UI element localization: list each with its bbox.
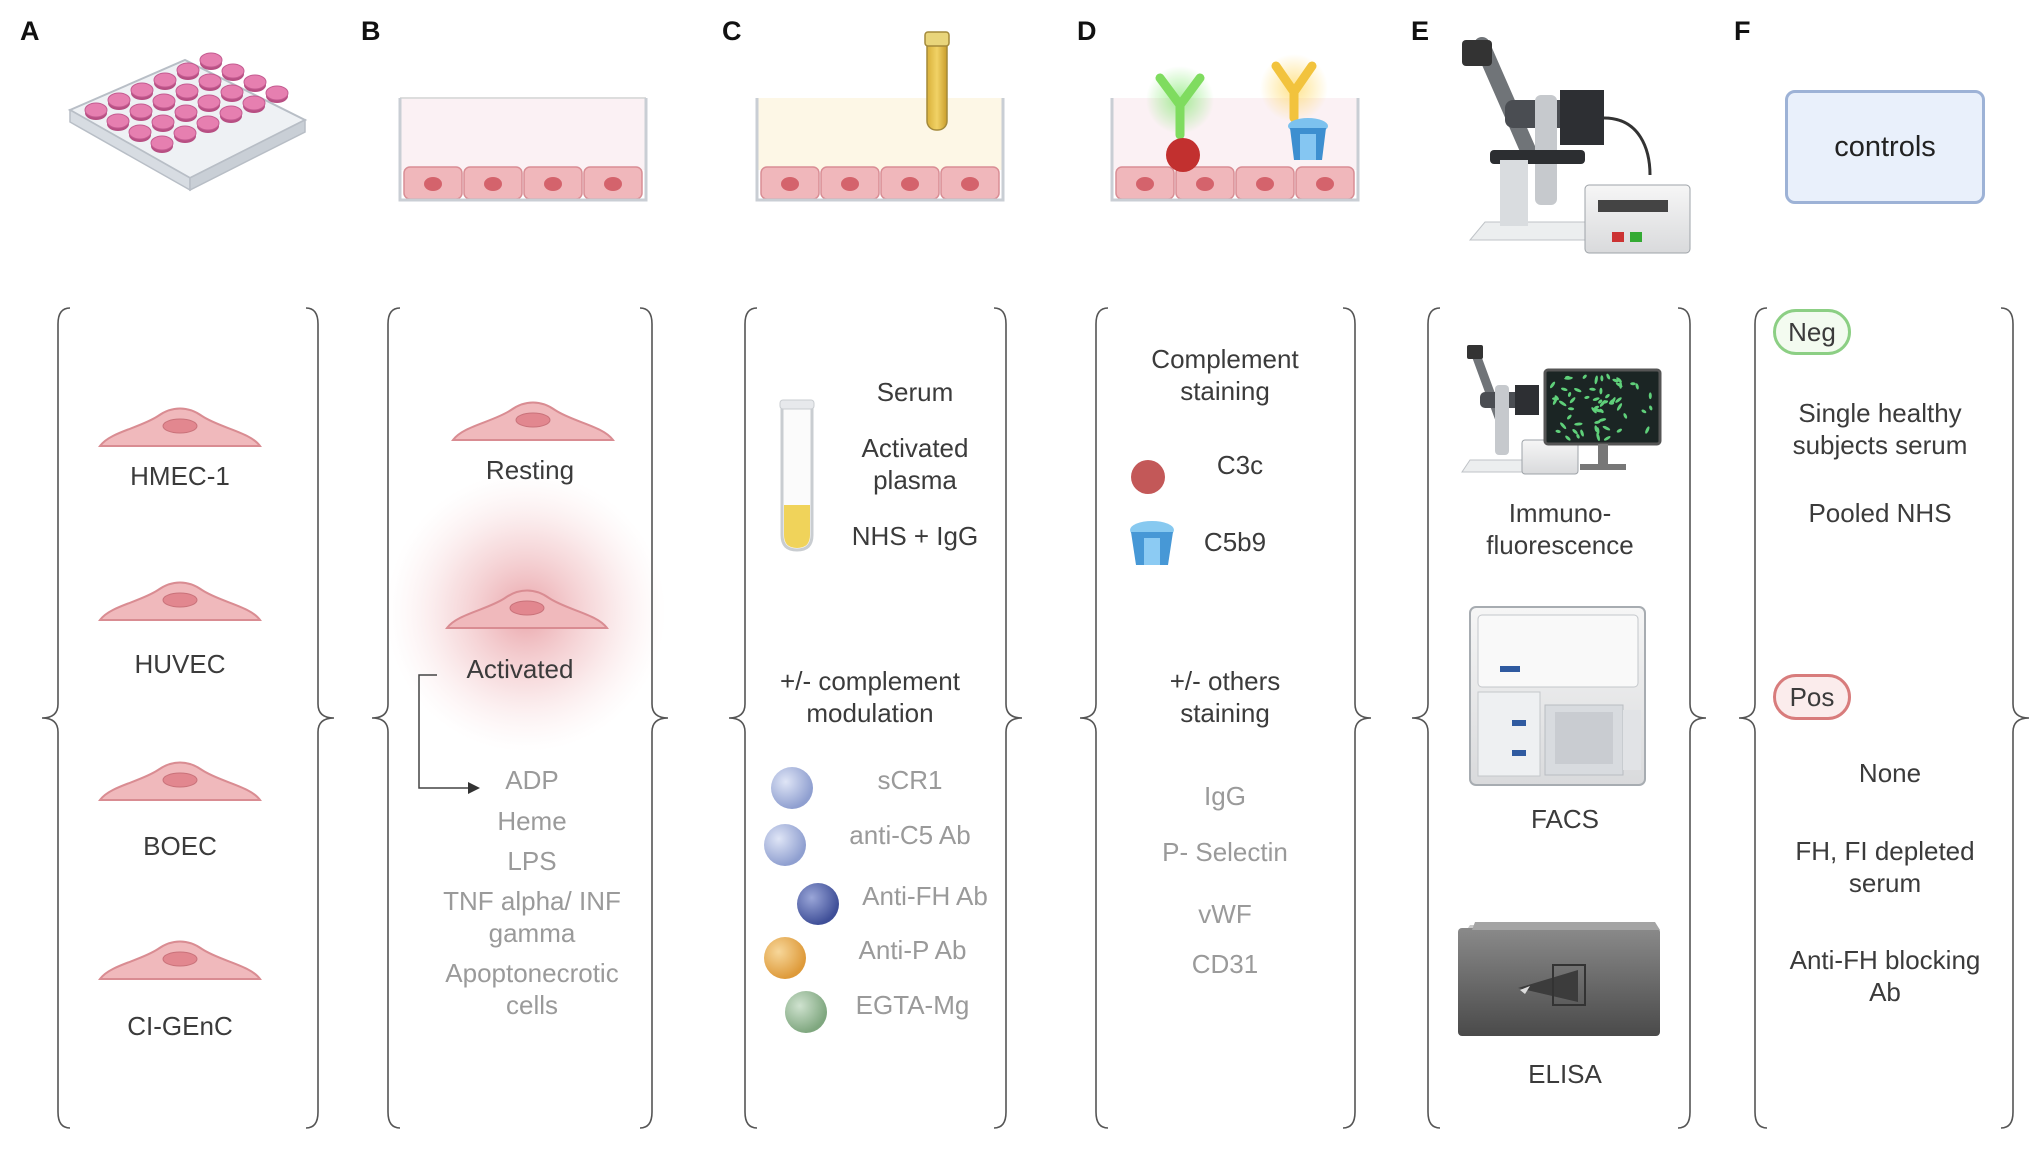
stimulus-label: ADP (505, 765, 559, 795)
neg-badge: Neg (1773, 309, 1851, 355)
microscope-icon (1462, 37, 1691, 254)
resting-label: Resting (485, 455, 575, 485)
panel-letter-b: B (361, 16, 381, 46)
modulator-label: anti-C5 Ab (849, 820, 971, 850)
serum-tube-icon (779, 399, 815, 552)
endothelial-cell-icon (98, 407, 262, 447)
arrow-icon (468, 782, 480, 794)
neg-control-label: Pooled NHS (1808, 498, 1952, 528)
facs-machine-icon (1469, 606, 1646, 786)
stimulus-label: LPS (507, 846, 557, 876)
complement-staining-title: Complement staining (1151, 344, 1299, 406)
modulator-label: Anti-FH Ab (862, 881, 988, 911)
pos-control-label: Anti-FH blocking Ab (1789, 945, 1981, 1007)
other-stain-label: P- Selectin (1162, 837, 1288, 867)
panel-letter-f: F (1734, 16, 1751, 46)
cell-line-label: BOEC (143, 831, 217, 861)
stimulus-label: Apoptonecrotic cells (445, 958, 619, 1020)
endothelial-cell-icon (98, 581, 262, 621)
culture-dish-icon (398, 97, 648, 202)
modulator-icons (764, 767, 839, 1033)
neg-control-label: Single healthy subjects serum (1792, 398, 1968, 460)
method-label: ELISA (1528, 1059, 1602, 1089)
method-label: Immuno- fluorescence (1486, 498, 1634, 560)
method-label: FACS (1531, 804, 1599, 834)
pos-badge: Pos (1773, 674, 1851, 720)
panel-letter-c: C (722, 16, 742, 46)
pos-control-label: FH, FI depleted serum (1795, 836, 1975, 898)
pos-label: Pos (1789, 681, 1835, 712)
cell-line-label: CI-GEnC (127, 1011, 233, 1041)
c3c-dot-icon (1131, 460, 1165, 494)
serum-dish-icon (755, 31, 1005, 202)
marker-label-c3c: C3c (1216, 450, 1264, 480)
endothelial-cell-icon (98, 761, 262, 801)
modulation-title: +/- complement modulation (780, 666, 960, 728)
immunofluorescence-setup-icon (1461, 345, 1662, 475)
source-label: NHS + IgG (851, 521, 979, 551)
panel-letter-d: D (1077, 16, 1097, 46)
well-plate-icon (67, 52, 308, 192)
cell-line-label: HUVEC (134, 649, 226, 679)
endothelial-cell-icon (451, 401, 615, 441)
staining-dish-icon (1110, 54, 1360, 202)
stimulus-label: Heme (497, 806, 567, 836)
panel-letter-a: A (20, 16, 40, 46)
elisa-reader-icon (1458, 922, 1660, 1036)
pos-control-label: None (1858, 758, 1922, 788)
modulator-label: EGTA-Mg (855, 990, 970, 1020)
stimulus-label: TNF alpha/ INF gamma (443, 886, 621, 948)
endothelial-cell-icon (98, 940, 262, 980)
source-label: Serum (876, 377, 954, 407)
controls-label: controls (1834, 130, 1936, 163)
neg-label: Neg (1788, 316, 1836, 347)
other-stain-label: IgG (1204, 781, 1246, 811)
modulator-label: sCR1 (877, 765, 943, 795)
other-stain-label: CD31 (1191, 949, 1259, 979)
controls-box: controls (1785, 90, 1985, 204)
cell-line-label: HMEC-1 (130, 461, 230, 491)
activated-label: Activated (466, 654, 574, 684)
source-label: Activated plasma (861, 433, 969, 495)
other-stain-label: vWF (1198, 899, 1252, 929)
panel-letter-e: E (1411, 16, 1430, 46)
modulator-label: Anti-P Ab (858, 935, 967, 965)
endothelial-cell-icon (445, 589, 609, 629)
marker-label-c5b9: C5b9 (1203, 527, 1267, 557)
others-staining-title: +/- others staining (1169, 666, 1281, 728)
c5b9-pore-icon (1130, 521, 1174, 565)
